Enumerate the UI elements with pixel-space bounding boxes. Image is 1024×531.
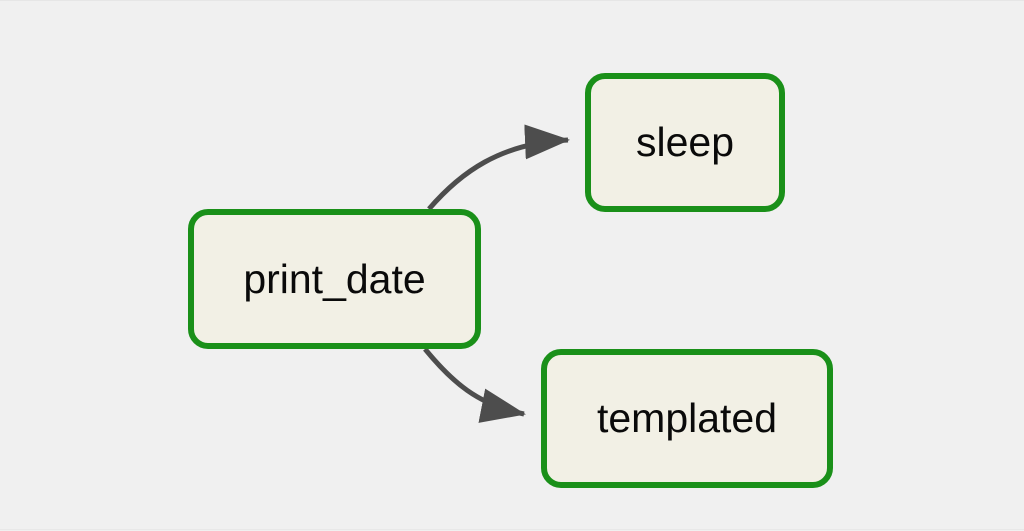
edge-print_date-to-sleep (427, 124, 570, 211)
edge-print_date-to-templated (423, 347, 526, 423)
graph-node-sleep[interactable]: sleep (585, 73, 785, 212)
graph-node-templated[interactable]: templated (541, 349, 833, 488)
node-label: sleep (635, 119, 734, 165)
graph-node-print-date[interactable]: print_date (188, 209, 481, 349)
node-label: print_date (243, 255, 426, 302)
node-label: templated (596, 395, 778, 441)
